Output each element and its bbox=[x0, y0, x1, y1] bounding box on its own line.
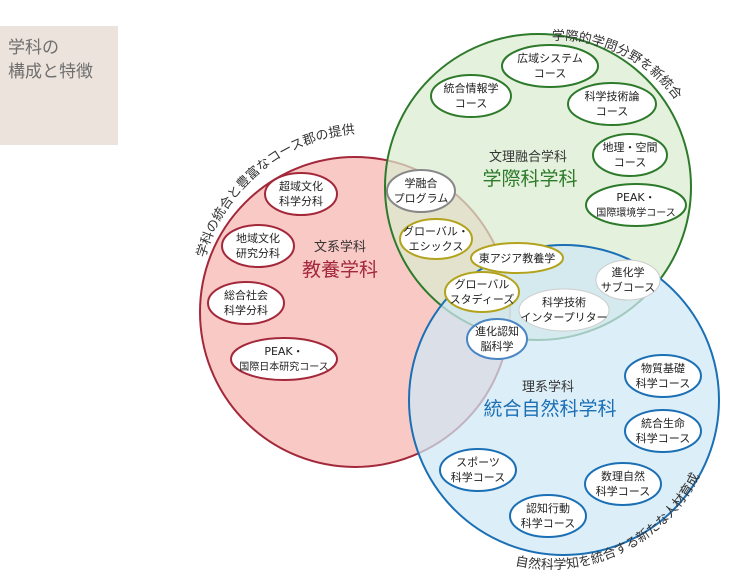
svg-text:PEAK・: PEAK・ bbox=[264, 345, 303, 358]
course-cognitive-behavior: 認知行動 科学コース bbox=[509, 494, 587, 538]
svg-text:科学分科: 科学分科 bbox=[279, 194, 323, 208]
section-title-line2: 構成と特徴 bbox=[8, 62, 93, 82]
svg-text:科学コース: 科学コース bbox=[451, 470, 505, 484]
svg-text:物質基礎: 物質基礎 bbox=[641, 361, 685, 375]
svg-text:インタープリター: インタープリター bbox=[520, 311, 607, 324]
svg-text:エシックス: エシックス bbox=[409, 240, 464, 253]
course-geo-space: 地理・空間 コース bbox=[592, 133, 668, 177]
svg-text:サブコース: サブコース bbox=[601, 280, 655, 294]
course-wide-area-systems: 広域システム コース bbox=[501, 44, 599, 88]
section-title-line1: 学科の bbox=[8, 38, 59, 58]
svg-text:統合生命: 統合生命 bbox=[641, 416, 685, 430]
dept-humanities-large: 教養学科 bbox=[302, 259, 378, 281]
dept-science-large: 統合自然科学科 bbox=[483, 398, 616, 420]
svg-text:科学コース: 科学コース bbox=[636, 376, 690, 390]
course-global-ethics: グローバル・ エシックス bbox=[399, 218, 473, 260]
course-super-regional: 超域文化 科学分科 bbox=[264, 172, 338, 216]
course-cognitive-brain: 進化認知 脳科学 bbox=[466, 318, 528, 360]
svg-text:コース: コース bbox=[596, 105, 628, 118]
course-peak-env: PEAK・ 国際環境学コース bbox=[585, 183, 687, 227]
svg-text:総合社会: 総合社会 bbox=[224, 288, 268, 302]
course-math-nature: 数理自然 科学コース bbox=[584, 462, 662, 506]
course-life: 統合生命 科学コース bbox=[624, 409, 702, 453]
svg-text:超域文化: 超域文化 bbox=[279, 179, 323, 193]
svg-text:コース: コース bbox=[534, 67, 566, 80]
svg-text:グローバル: グローバル bbox=[455, 277, 510, 291]
svg-text:科学分科: 科学分科 bbox=[224, 303, 268, 317]
svg-text:地理・空間: 地理・空間 bbox=[603, 140, 658, 154]
svg-text:PEAK・: PEAK・ bbox=[616, 191, 655, 204]
svg-text:コース: コース bbox=[614, 156, 646, 169]
course-global-studies: グローバル スタディーズ bbox=[444, 271, 520, 313]
svg-text:数理自然: 数理自然 bbox=[601, 469, 645, 483]
course-peak-japan: PEAK・ 国際日本研究コース bbox=[230, 337, 338, 381]
section-title: 学科の 構成と特徴 bbox=[0, 26, 118, 145]
course-integrated-info: 統合情報学 コース bbox=[430, 74, 512, 118]
svg-text:科学技術論: 科学技術論 bbox=[585, 89, 640, 103]
svg-text:科学技術: 科学技術 bbox=[542, 295, 586, 309]
dept-interdisciplinary-large: 学際科学科 bbox=[482, 168, 577, 190]
dept-interdisciplinary-small: 文理融合学科 bbox=[489, 149, 567, 165]
svg-text:認知行動: 認知行動 bbox=[526, 501, 570, 515]
svg-text:東アジア教養学: 東アジア教養学 bbox=[479, 251, 556, 265]
svg-text:進化学: 進化学 bbox=[612, 265, 645, 279]
course-evolution: 進化学 サブコース bbox=[595, 259, 661, 301]
svg-text:地域文化: 地域文化 bbox=[236, 231, 280, 245]
course-integrated-social: 総合社会 科学分科 bbox=[207, 281, 285, 325]
svg-text:スタディーズ: スタディーズ bbox=[450, 292, 515, 306]
course-sports: スポーツ 科学コース bbox=[439, 448, 517, 492]
svg-text:脳科学: 脳科学 bbox=[481, 339, 514, 353]
dept-humanities-small: 文系学科 bbox=[314, 239, 366, 255]
course-area-culture: 地域文化 研究分科 bbox=[221, 224, 295, 268]
svg-text:コース: コース bbox=[455, 97, 487, 110]
svg-text:学融合: 学融合 bbox=[405, 176, 438, 190]
svg-text:進化認知: 進化認知 bbox=[475, 324, 519, 338]
svg-text:科学コース: 科学コース bbox=[521, 516, 575, 530]
course-sti: 科学技術 インタープリター bbox=[518, 288, 610, 332]
svg-text:統合情報学: 統合情報学 bbox=[444, 81, 499, 95]
svg-text:科学コース: 科学コース bbox=[636, 431, 690, 445]
dept-science-small: 理系学科 bbox=[522, 379, 574, 395]
svg-text:研究分科: 研究分科 bbox=[236, 246, 280, 260]
svg-text:国際環境学コース: 国際環境学コース bbox=[596, 206, 676, 219]
svg-text:グローバル・: グローバル・ bbox=[403, 224, 469, 238]
course-material: 物質基礎 科学コース bbox=[624, 354, 702, 398]
svg-text:広域システム: 広域システム bbox=[517, 52, 583, 65]
course-sts: 科学技術論 コース bbox=[567, 82, 657, 126]
svg-text:スポーツ: スポーツ bbox=[456, 456, 500, 469]
svg-text:プログラム: プログラム bbox=[394, 191, 449, 205]
svg-text:科学コース: 科学コース bbox=[596, 484, 650, 498]
course-gakuyugo: 学融合 プログラム bbox=[386, 169, 456, 213]
course-east-asia: 東アジア教養学 bbox=[470, 242, 564, 274]
svg-text:国際日本研究コース: 国際日本研究コース bbox=[239, 360, 329, 373]
